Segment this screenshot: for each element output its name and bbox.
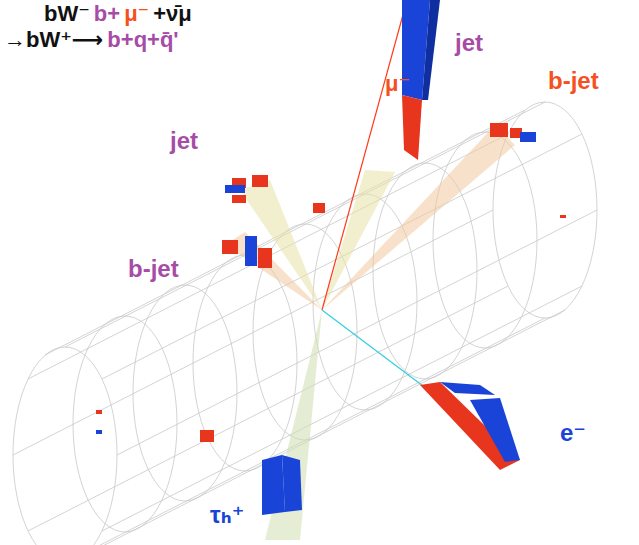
particle-label: μ⁻ [385, 72, 410, 96]
decay-chain-text: bW⁻ [44, 2, 90, 26]
decay-chain-row: bW⁻b+μ⁻+ν̄μ [44, 2, 192, 26]
muon-track [322, 0, 407, 310]
decay-chain-text: +ν̄μ [153, 2, 192, 26]
decay-chain-text: b+q+q̄' [107, 28, 178, 52]
calorimeter-towers [96, 0, 566, 515]
decay-chain-text: μ⁻ [124, 2, 149, 26]
particle-label: b-jet [128, 256, 179, 282]
particle-label: jet [455, 30, 483, 56]
decay-chain-row: →bW⁺⟶b+q+q̄' [4, 28, 179, 52]
particle-label: e⁻ [560, 420, 586, 446]
electron-track [322, 310, 435, 395]
particle-label: jet [170, 128, 198, 154]
decay-chain-text: →bW⁺⟶ [4, 28, 103, 52]
detector-cylinder [13, 102, 597, 545]
jet-cones [225, 125, 515, 540]
particle-label: b-jet [548, 68, 599, 94]
decay-chain-text: b+ [94, 2, 120, 26]
particle-label: τₕ⁺ [210, 502, 244, 528]
